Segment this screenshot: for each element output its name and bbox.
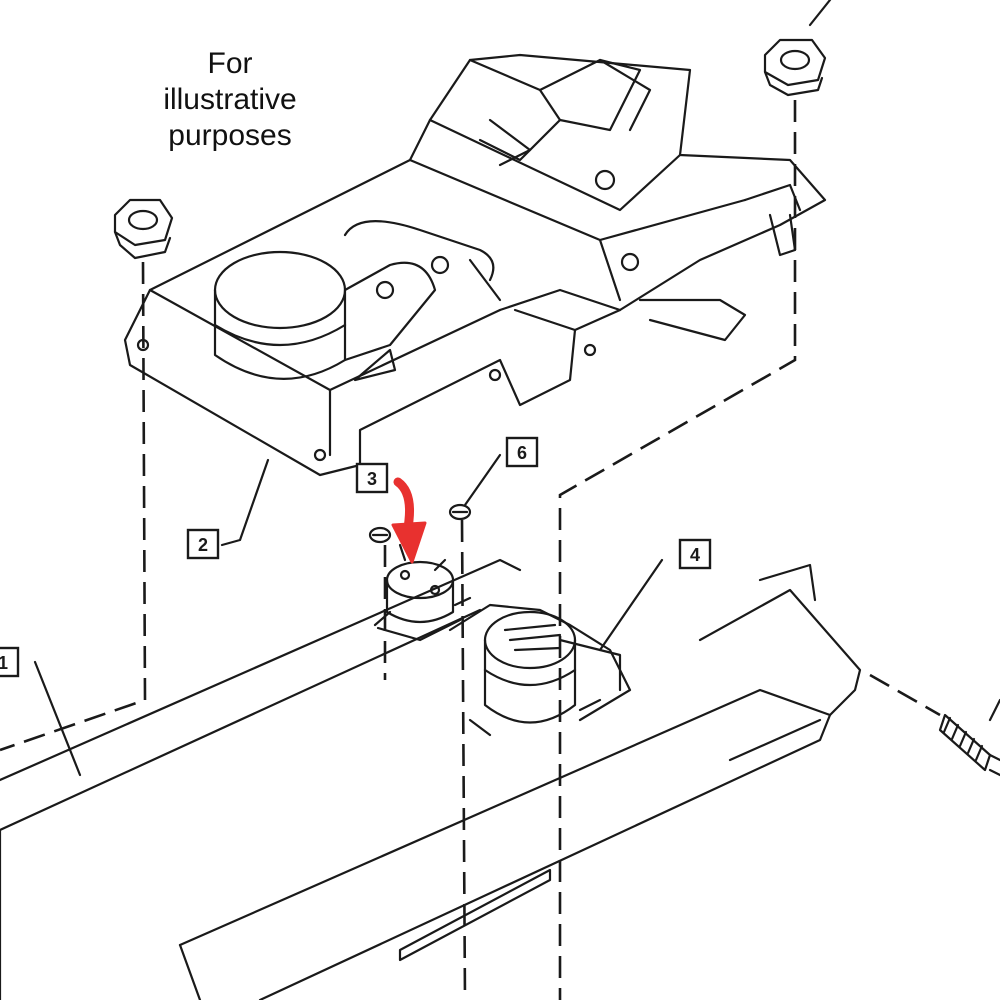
thermostat [373, 543, 472, 642]
dash-left [0, 261, 147, 752]
leader-top [808, 0, 832, 27]
caption-line-2: illustrative [163, 83, 297, 116]
caption-line-3: purposes [168, 119, 292, 152]
callout-1: 1 [0, 646, 20, 678]
screw-left [368, 526, 392, 544]
dash-screw-6 [460, 519, 467, 1000]
leader-1 [33, 660, 82, 777]
dash-right [558, 100, 797, 1000]
callout-3-label: 3 [367, 469, 377, 489]
leader-4 [598, 558, 664, 652]
nut-left [113, 198, 174, 260]
screw-6 [448, 503, 472, 521]
callout-3: 3 [355, 462, 389, 494]
illustrative-caption: For illustrative purposes [130, 46, 330, 154]
callout-1-label: 1 [0, 653, 8, 673]
base-rail [0, 558, 862, 1000]
nut-right [763, 38, 827, 97]
callout-2-label: 2 [198, 535, 208, 555]
callout-4-label: 4 [690, 545, 700, 565]
caption-line-1: For [207, 47, 253, 80]
callout-4: 4 [678, 538, 712, 570]
leader-2 [220, 458, 270, 547]
leader-bolt [988, 698, 1000, 722]
leader-6 [463, 453, 502, 507]
callout-2: 2 [186, 528, 220, 560]
red-arrow [391, 477, 427, 564]
timer-bracket [123, 53, 827, 477]
threaded-bolt [938, 713, 1000, 777]
callout-6: 6 [505, 436, 539, 468]
callout-6-label: 6 [517, 443, 527, 463]
dash-bolt [869, 673, 941, 717]
relay-switch [448, 603, 632, 737]
